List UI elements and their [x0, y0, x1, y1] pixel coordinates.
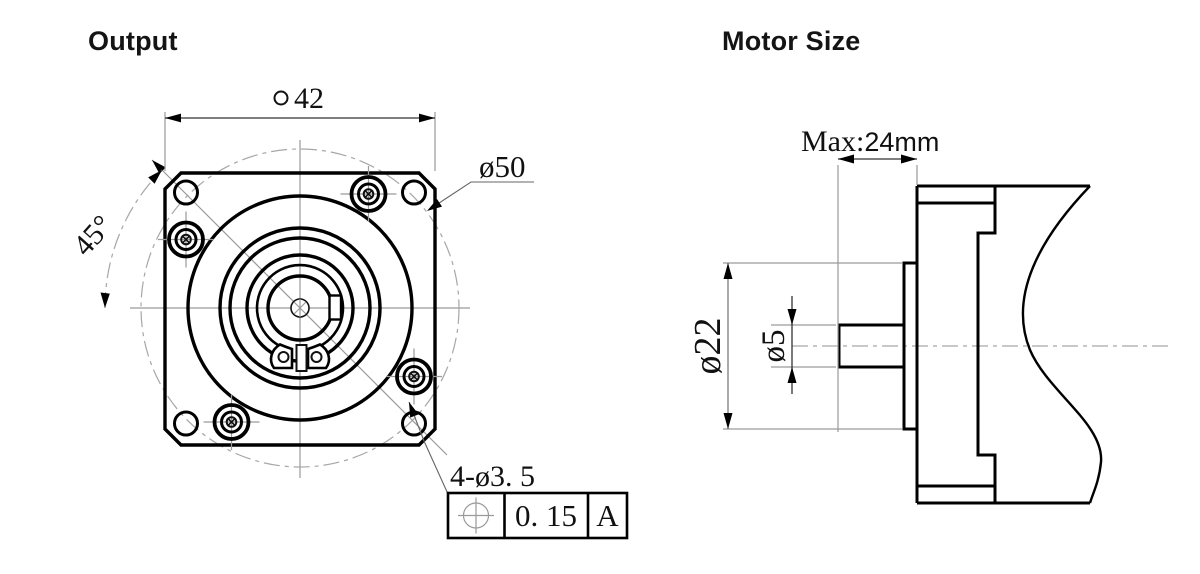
- bolt-circle-dimension: ø50: [427, 149, 534, 211]
- body-diameter-label: ø22: [687, 318, 729, 375]
- feature-control-frame: 0. 15 A: [446, 491, 629, 540]
- tolerance-value: 0. 15: [515, 498, 577, 533]
- width-dimension-value: 42: [294, 82, 324, 115]
- flange-front-view: 45°: [67, 82, 629, 540]
- datum-letter: A: [596, 498, 619, 533]
- length-dimension-label: Max:24mm: [801, 125, 939, 158]
- shaft: [837, 323, 904, 369]
- motor-side-view: Max:24mm ø22 ø5: [687, 125, 1170, 505]
- body-diameter-dimension: ø22: [687, 262, 902, 430]
- mounting-screw: [158, 211, 214, 268]
- retaining-ring: [255, 263, 345, 372]
- width-dimension: 42: [164, 82, 436, 171]
- output-view-title: Output: [88, 26, 178, 56]
- motor-outline: [915, 184, 1103, 505]
- shaft-diameter-label: ø5: [756, 330, 792, 363]
- angle-dimension-label: 45°: [67, 209, 120, 262]
- position-tolerance-icon: [458, 497, 494, 534]
- bolt-circle-dashed: [140, 148, 460, 468]
- keyway-notch: [328, 294, 343, 321]
- bottom-tab: [295, 344, 308, 372]
- angle-dimension: 45°: [67, 169, 163, 309]
- shaft-diameter-dimension: ø5: [756, 296, 836, 394]
- mounting-screw: [386, 348, 442, 405]
- flange-outline: [163, 171, 437, 447]
- bolt-circle-label: ø50: [479, 149, 526, 184]
- break-line: [1021, 185, 1103, 504]
- pilot-boss: [902, 261, 917, 431]
- mounting-screw: [340, 166, 397, 222]
- circle-symbol: [273, 90, 289, 106]
- mounting-screw: [203, 394, 260, 450]
- hole-callout-label: 4-ø3. 5: [450, 460, 535, 493]
- length-dimension: Max:24mm: [801, 125, 939, 432]
- hole-callout: 4-ø3. 5 0. 15 A: [408, 401, 629, 540]
- center-hole: [290, 298, 310, 318]
- motor-size-view-title: Motor Size: [722, 26, 861, 56]
